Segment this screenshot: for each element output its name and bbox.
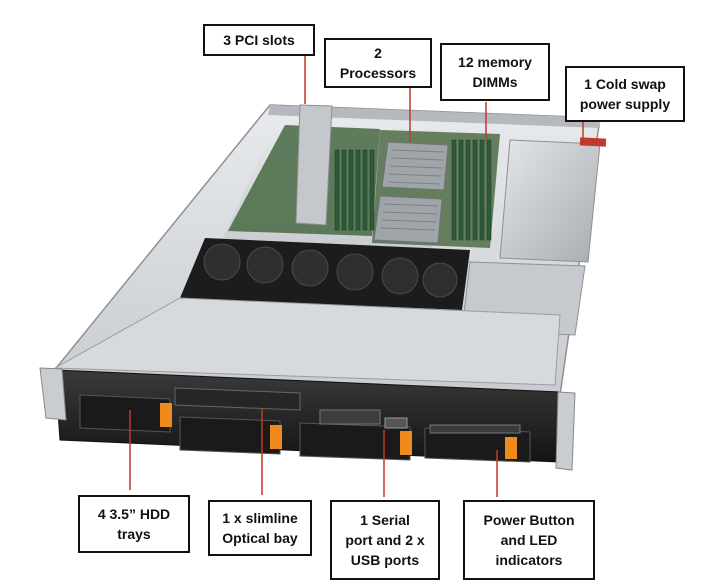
fans	[203, 243, 458, 298]
callout-power-supply: 1 Cold swap power supply	[565, 66, 685, 122]
leader-lines	[129, 56, 584, 497]
callout-processors: 2 Processors	[324, 38, 432, 88]
cpu-heatsink-1	[381, 141, 449, 191]
power-supply	[499, 139, 601, 263]
io-ports	[319, 409, 381, 425]
callout-memory-dimms: 12 memory DIMMs	[440, 43, 550, 101]
pci-riser	[295, 104, 333, 226]
callout-pci-slots: 3 PCI slots	[203, 24, 315, 56]
heatsink-fins	[380, 149, 445, 231]
optical-bay	[174, 387, 301, 411]
front-lid	[53, 297, 561, 386]
cpu-heatsink-2	[373, 195, 443, 244]
dimm-banks	[334, 139, 492, 241]
callout-power-button-led: Power Button and LED indicators	[463, 500, 595, 580]
callout-hdd-trays: 4 3.5” HDD trays	[78, 495, 190, 553]
psu-handle	[579, 137, 607, 147]
callout-serial-usb: 1 Serial port and 2 x USB ports	[330, 500, 440, 580]
rack-ear-right	[555, 391, 576, 471]
rack-ear-left	[39, 367, 67, 421]
rear-wall	[268, 105, 600, 128]
led-panel	[429, 424, 521, 434]
callout-optical-bay: 1 x slimline Optical bay	[208, 500, 312, 556]
serial-port	[384, 417, 408, 429]
hdd-trays	[79, 394, 531, 463]
